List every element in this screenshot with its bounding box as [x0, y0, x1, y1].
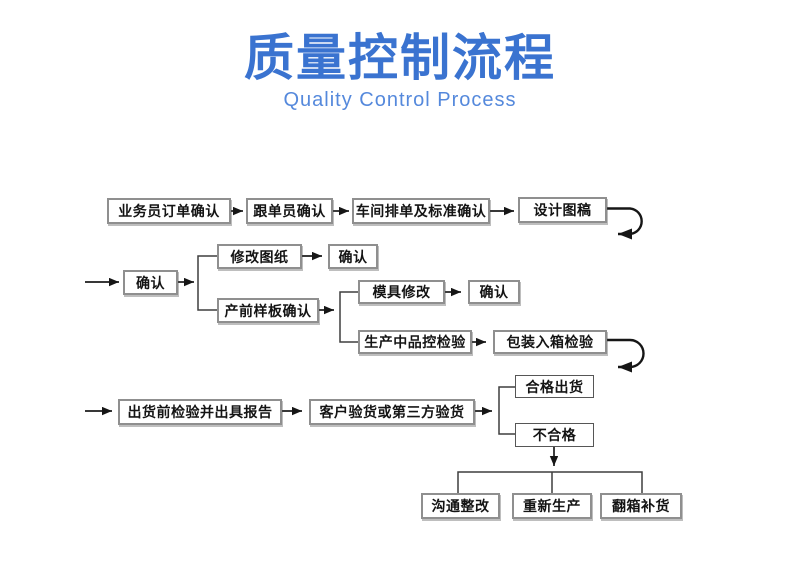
- node-qualified-shipment: 合格出货: [515, 375, 594, 398]
- node-pre-production-sample-confirmation: 产前样板确认: [217, 298, 319, 323]
- page-subtitle: Quality Control Process: [283, 89, 517, 111]
- node-confirm-3: 确认: [468, 280, 520, 304]
- loop-arrow-1: [607, 207, 643, 240]
- loop-arrow-2: [607, 338, 645, 373]
- page-title: 质量控制流程: [244, 30, 556, 86]
- branch-line-2: [339, 291, 358, 343]
- branch-line-1: [197, 255, 217, 311]
- node-packing-inspection: 包装入箱检验: [493, 330, 607, 354]
- node-pre-shipment-inspection-report: 出货前检验并出具报告: [118, 399, 282, 425]
- node-customer-third-party-inspection: 客户验货或第三方验货: [309, 399, 475, 425]
- node-drawing-revision: 修改图纸: [217, 244, 302, 269]
- node-confirm-2: 确认: [328, 244, 378, 269]
- title-block: 质量控制流程 Quality Control Process: [0, 30, 800, 112]
- node-salesman-order-confirmation: 业务员订单确认: [107, 198, 231, 224]
- node-unqualified: 不合格: [515, 423, 594, 447]
- node-design-draft: 设计图稿: [518, 197, 607, 223]
- node-merchandiser-confirmation: 跟单员确认: [246, 198, 333, 224]
- node-communication-rectification: 沟通整改: [421, 493, 500, 519]
- node-in-process-qc-inspection: 生产中品控检验: [358, 330, 472, 354]
- tree-connector: [457, 471, 643, 493]
- node-mold-modification: 模具修改: [358, 280, 445, 304]
- node-repack-replenishment: 翻箱补货: [600, 493, 682, 519]
- node-reproduction: 重新生产: [512, 493, 592, 519]
- node-confirm-1: 确认: [123, 270, 178, 295]
- branch-line-3: [498, 386, 515, 435]
- node-workshop-scheduling-standard-confirmation: 车间排单及标准确认: [352, 198, 490, 224]
